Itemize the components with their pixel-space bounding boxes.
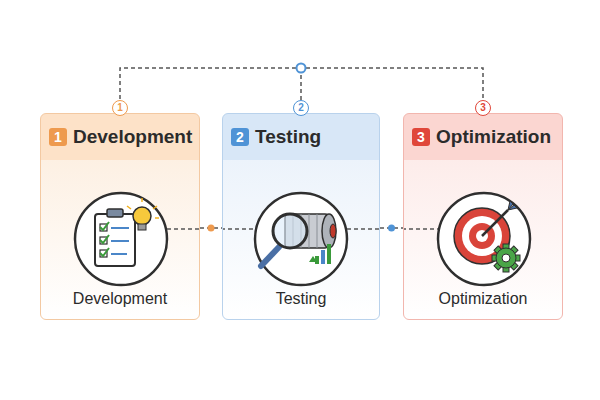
step-badge: 3 — [412, 128, 430, 146]
step-label: Development — [41, 290, 199, 308]
process-card: 1DevelopmentDevelopment — [40, 113, 200, 320]
step-title: Development — [73, 126, 192, 148]
card-header: 2 Testing — [223, 114, 379, 160]
step-badge: 2 — [231, 128, 249, 146]
step-label: Testing — [223, 290, 379, 308]
callout-number: 2 — [293, 100, 309, 116]
step-title: Testing — [255, 126, 321, 148]
callout-number: 3 — [475, 100, 491, 116]
junction-dot — [388, 225, 395, 232]
step-badge: 1 — [49, 128, 67, 146]
junction-dot — [208, 225, 215, 232]
card-header: 3 Optimization — [404, 114, 562, 160]
process-card: 3OptimizationOptimization — [403, 113, 563, 320]
process-card: 2TestingTesting — [222, 113, 380, 320]
junction-dot — [297, 64, 306, 73]
callout-number: 1 — [112, 100, 128, 116]
step-label: Optimization — [404, 290, 562, 308]
step-title: Optimization — [436, 126, 551, 148]
card-header: 1 Development — [41, 114, 199, 160]
